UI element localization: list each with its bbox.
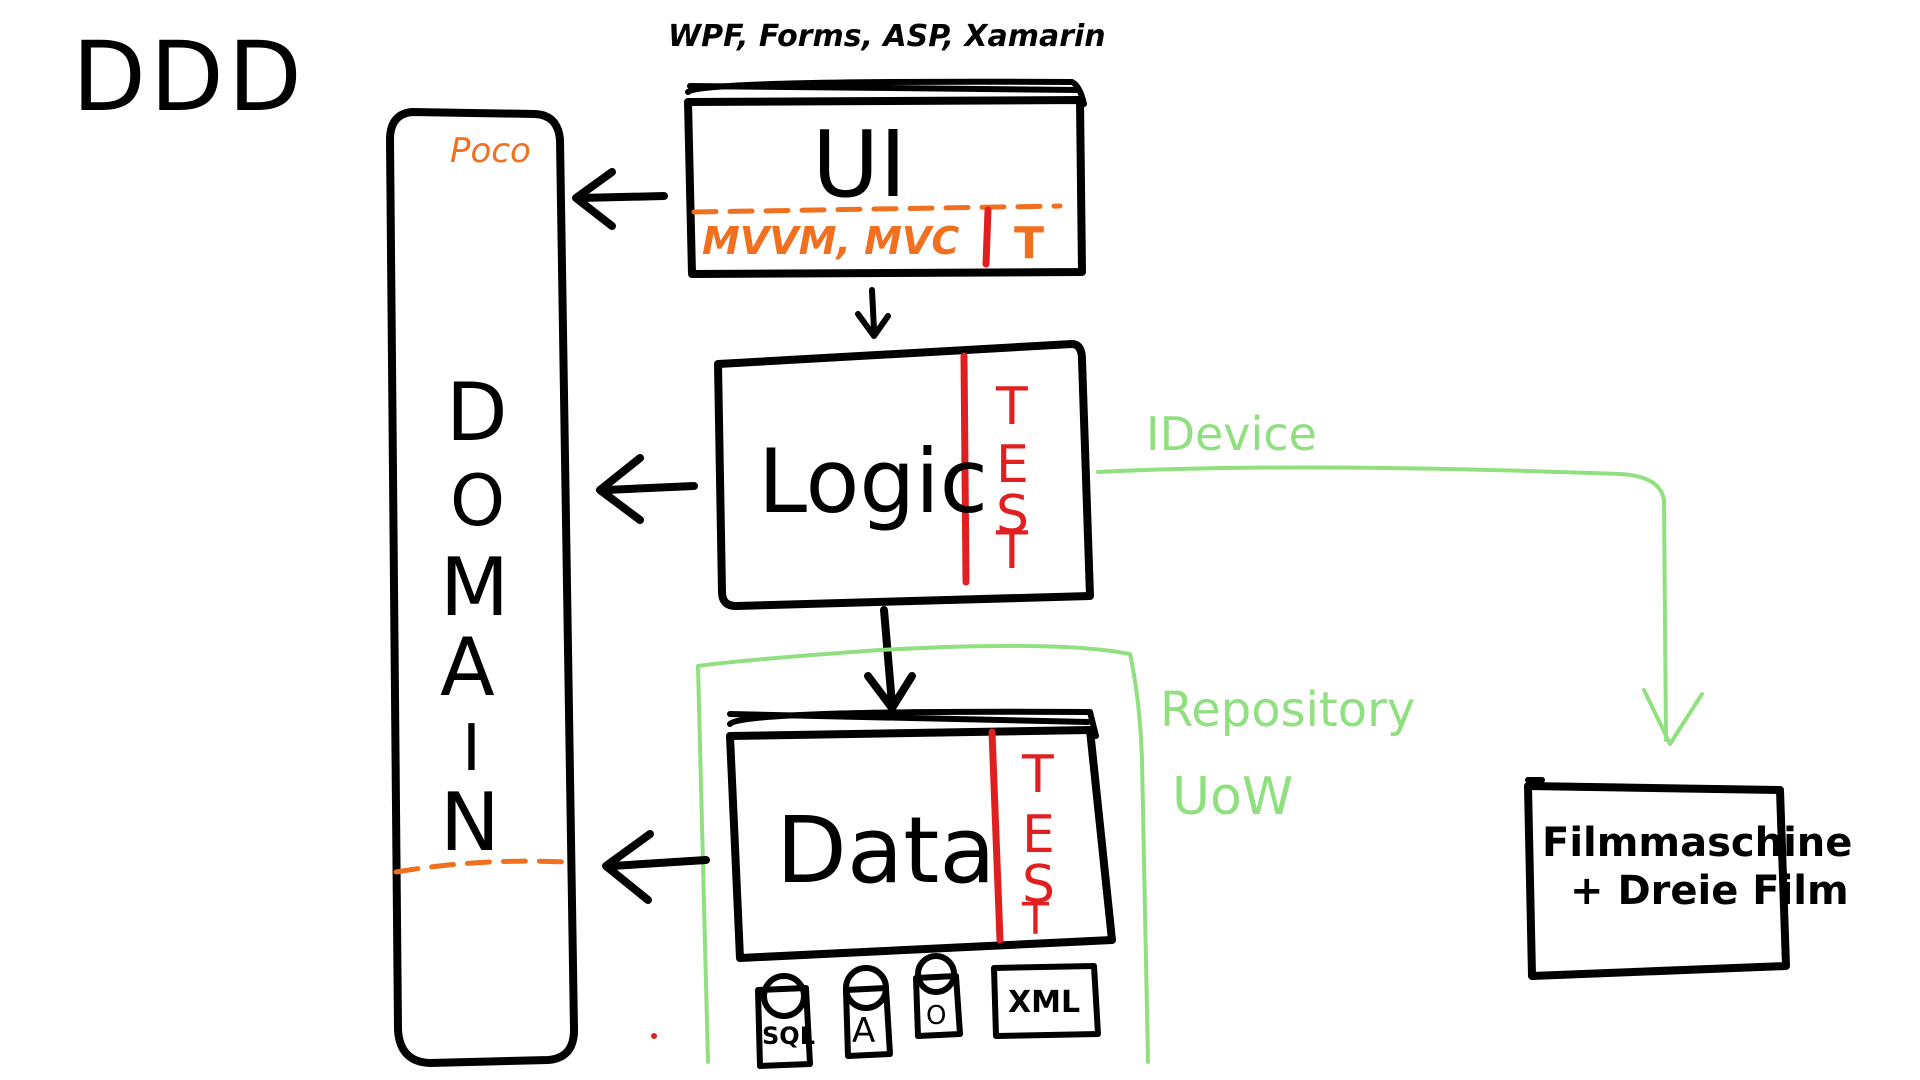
arrow-data-to-domain xyxy=(602,830,710,904)
device-link: IDevice xyxy=(1096,407,1704,746)
data-layer: Data T E S T xyxy=(726,708,1116,962)
arrow-logic-to-domain xyxy=(596,454,698,524)
poco-label: Poco xyxy=(450,131,531,171)
data-label: Data xyxy=(776,797,996,904)
ui-label: UI xyxy=(812,111,906,218)
storage-access-icon: A xyxy=(843,965,893,1059)
svg-text:O: O xyxy=(926,1001,946,1031)
domain-letter-a: A xyxy=(440,621,495,714)
storage-other-icon: O xyxy=(913,953,963,1039)
repository-label: Repository xyxy=(1160,682,1415,738)
diagram-title: DDD xyxy=(72,21,306,133)
ui-test-label: T xyxy=(1014,218,1044,269)
arrow-ui-to-domain xyxy=(572,168,668,230)
data-test-e: E xyxy=(1022,805,1055,865)
stray-dot xyxy=(651,1033,657,1039)
domain-letter-o: O xyxy=(450,460,505,542)
uow-label: UoW xyxy=(1172,767,1293,827)
data-test-s: S xyxy=(1022,855,1055,915)
domain-letter-n: N xyxy=(440,776,500,869)
logic-layer: Logic T E S T xyxy=(714,340,1094,610)
arrow-ui-to-logic xyxy=(855,287,891,339)
logic-test-s: S xyxy=(996,485,1029,545)
logic-test-e: E xyxy=(996,435,1029,495)
repository-group: Repository UoW xyxy=(696,643,1415,1064)
idevice-label: IDevice xyxy=(1146,407,1317,461)
domain-divider xyxy=(393,858,569,875)
svg-text:XML: XML xyxy=(1008,985,1080,1020)
logic-label: Logic xyxy=(758,430,988,533)
ui-patterns: MVVM, MVC xyxy=(702,219,959,263)
filmmaschine-line2: + Dreie Film xyxy=(1570,868,1849,914)
data-test-t2: T xyxy=(1021,894,1049,945)
svg-text:SQL: SQL xyxy=(762,1022,815,1050)
domain-column: Poco D O M A I N xyxy=(386,108,578,1067)
storage-sql-icon: SQL xyxy=(755,973,815,1069)
domain-letter-i: I xyxy=(462,712,481,786)
storage-xml-icon: XML xyxy=(991,963,1101,1039)
filmmaschine-box: Filmmaschine + Dreie Film xyxy=(1524,777,1852,980)
ui-technologies: WPF, Forms, ASP, Xamarin xyxy=(668,19,1106,54)
svg-text:A: A xyxy=(852,1011,875,1051)
filmmaschine-line1: Filmmaschine xyxy=(1542,820,1852,866)
domain-letter-d: D xyxy=(446,366,508,459)
arrow-logic-to-data xyxy=(864,606,916,712)
logic-test-t1: T xyxy=(995,377,1028,437)
domain-letter-m: M xyxy=(440,541,509,634)
logic-test-t2: T xyxy=(995,521,1028,581)
ui-layer: WPF, Forms, ASP, Xamarin UI MVVM, MVC T xyxy=(668,19,1106,278)
data-test-t1: T xyxy=(1021,745,1054,805)
